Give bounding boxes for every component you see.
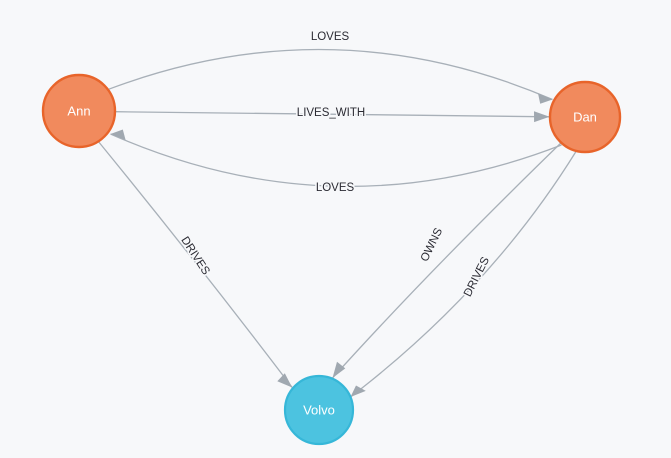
arrow-head-icon <box>110 129 126 140</box>
edge-path[interactable] <box>110 133 562 188</box>
edge-label-ann-drives-volvo: DRIVES <box>178 235 212 278</box>
arrow-head-icon <box>277 373 293 388</box>
edge-path[interactable] <box>114 111 550 118</box>
edge-label-dan-owns-volvo: OWNS <box>419 226 446 264</box>
edge-ann-lives_with-dan[interactable] <box>114 111 550 123</box>
edge-path[interactable] <box>332 141 562 379</box>
edge-path[interactable] <box>97 141 293 388</box>
edge-dan-owns-volvo[interactable] <box>332 141 562 379</box>
node-circle[interactable] <box>41 73 117 149</box>
arrow-head-icon <box>332 361 346 378</box>
edge-dan-loves-ann[interactable] <box>110 129 562 188</box>
edge-label-ann-lives_with-dan: LIVES_WITH <box>297 107 365 119</box>
node-dan[interactable]: Dan <box>548 80 622 154</box>
node-ann[interactable]: Ann <box>41 73 117 149</box>
node-circle[interactable] <box>548 80 622 154</box>
arrow-head-icon <box>538 93 553 104</box>
edge-path[interactable] <box>350 151 577 398</box>
arrow-head-icon <box>350 385 366 397</box>
node-volvo[interactable]: Volvo <box>283 374 355 446</box>
edge-label-dan-loves-ann: LOVES <box>316 182 355 194</box>
node-circle[interactable] <box>283 374 355 446</box>
edge-label-dan-drives-volvo: DRIVES <box>462 255 492 299</box>
edge-layer <box>97 48 577 398</box>
edge-ann-loves-dan[interactable] <box>108 48 553 104</box>
edge-ann-drives-volvo[interactable] <box>97 141 293 388</box>
edge-label-ann-loves-dan: LOVES <box>311 31 350 43</box>
edge-dan-drives-volvo[interactable] <box>350 151 577 398</box>
node-layer: Ann Dan Volvo <box>41 73 622 446</box>
arrow-head-icon <box>534 111 550 123</box>
edge-path[interactable] <box>108 48 553 101</box>
